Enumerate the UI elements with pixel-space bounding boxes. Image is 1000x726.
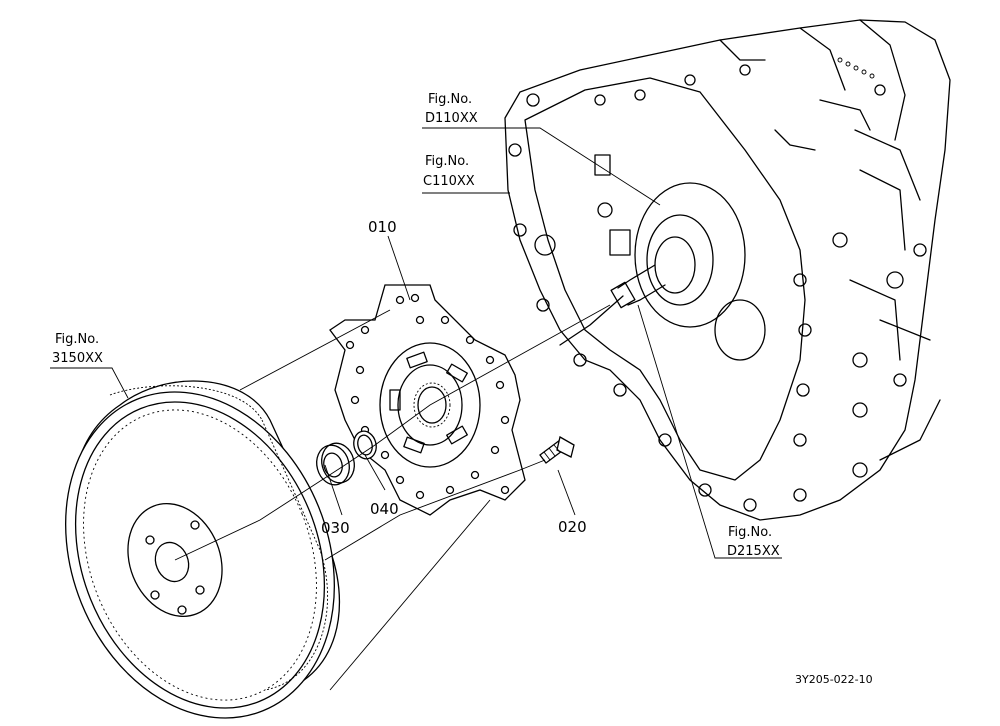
clutch-disc <box>329 284 526 516</box>
bolt <box>539 436 575 464</box>
callout-030: 030 <box>321 519 350 537</box>
callout-040: 040 <box>370 500 399 518</box>
assembly-lines <box>174 304 611 691</box>
drawing-code: 3Y205-022-10 <box>795 673 873 686</box>
fig-ref-3150-prefix: Fig.No. <box>55 332 99 347</box>
fig-ref-d215-prefix: Fig.No. <box>728 525 772 540</box>
callout-020: 020 <box>558 518 587 536</box>
callout-010: 010 <box>368 218 397 236</box>
leader-lines <box>50 127 782 559</box>
transmission-housing <box>504 19 951 521</box>
pilot-bearing <box>316 442 355 486</box>
fig-ref-c110-number: C110XX <box>423 174 475 189</box>
fig-ref-d215-number: D215XX <box>727 544 780 559</box>
fig-ref-d110-number: D110XX <box>425 111 478 126</box>
fig-ref-c110-prefix: Fig.No. <box>425 154 469 169</box>
flywheel <box>65 380 341 719</box>
snap-ring <box>353 430 377 460</box>
fig-ref-3150-number: 3150XX <box>52 351 103 366</box>
fig-ref-d110-prefix: Fig.No. <box>428 92 472 107</box>
